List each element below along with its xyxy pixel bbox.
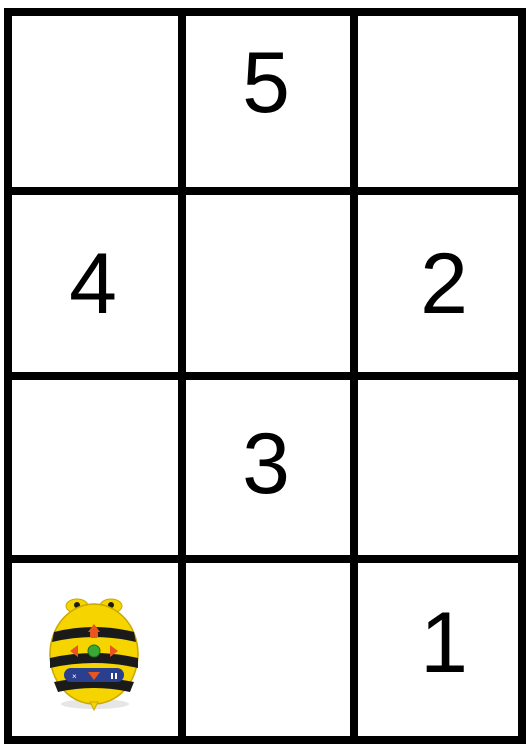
- grid-cell-r3c2[interactable]: 3: [186, 380, 350, 555]
- grid-cell-r3c3[interactable]: [358, 380, 518, 555]
- grid-cell-r2c2[interactable]: [186, 195, 350, 372]
- grid-cell-r2c3[interactable]: 2: [358, 195, 518, 372]
- grid-cell-r2c1[interactable]: 4: [12, 195, 178, 372]
- grid-cell-r1c1[interactable]: [12, 16, 178, 187]
- cell-number: 5: [242, 40, 290, 126]
- grid-cell-r3c1[interactable]: [12, 380, 178, 555]
- grid-line-horizontal: [4, 187, 526, 195]
- cell-number: 2: [420, 241, 468, 327]
- grid-cell-r4c2[interactable]: [186, 563, 350, 736]
- cell-number: 3: [242, 421, 290, 507]
- grid-line-horizontal: [4, 372, 526, 380]
- cell-number: 4: [69, 241, 117, 327]
- bee-bot-robot-icon[interactable]: ×: [48, 596, 140, 714]
- grid-line-horizontal: [4, 736, 526, 744]
- grid-cell-r1c3[interactable]: [358, 16, 518, 187]
- svg-text:×: ×: [72, 672, 77, 681]
- cell-number: 1: [420, 600, 468, 686]
- grid-cell-r4c3[interactable]: 1: [358, 563, 518, 736]
- grid-cell-r1c2[interactable]: 5: [186, 16, 350, 187]
- grid-line-horizontal: [4, 8, 526, 16]
- grid-line-horizontal: [4, 555, 526, 563]
